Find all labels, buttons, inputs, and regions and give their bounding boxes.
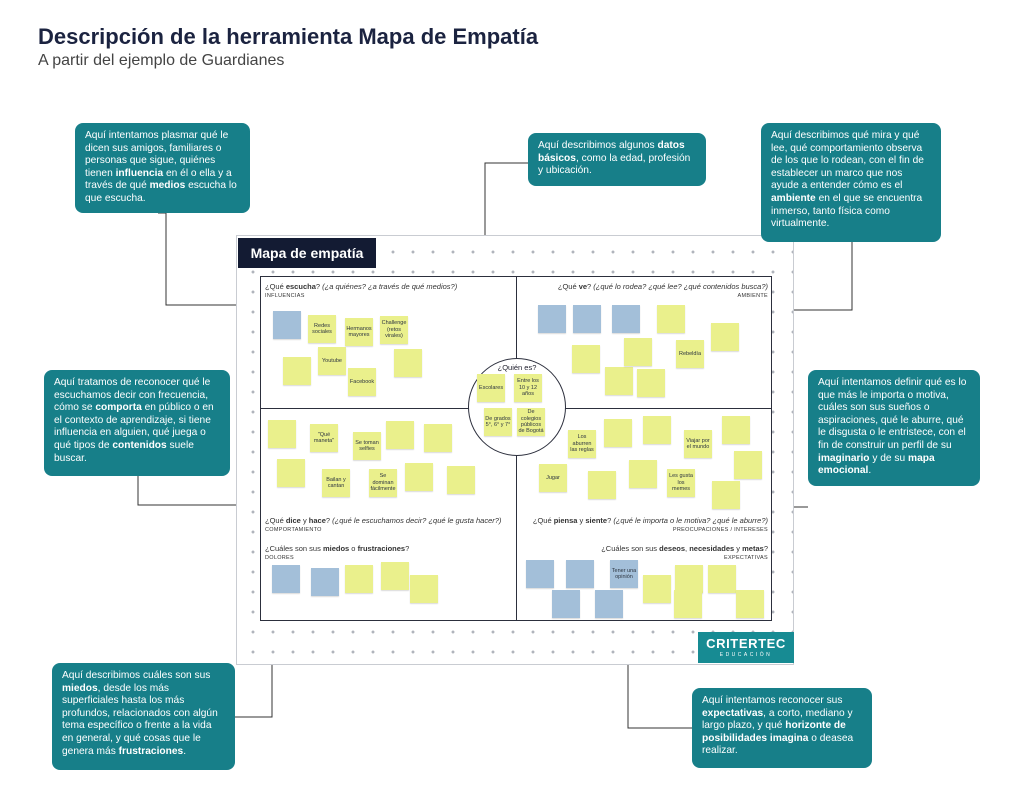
sticky-note bbox=[381, 562, 409, 590]
bottom-vertical-divider bbox=[516, 538, 517, 620]
sticky-note bbox=[394, 349, 422, 377]
sticky-note bbox=[657, 305, 685, 333]
sticky-note: Youtube bbox=[318, 347, 346, 375]
sticky-note bbox=[566, 560, 594, 588]
sticky-note bbox=[595, 590, 623, 618]
sticky-note: Se toman selfies bbox=[353, 432, 381, 460]
sticky-note bbox=[447, 466, 475, 494]
sticky-note: Les gusta los memes bbox=[667, 469, 695, 497]
who-circle: ¿Quién es? bbox=[468, 358, 566, 456]
logo-sub-text: EDUCACIÓN bbox=[719, 652, 773, 658]
question-piensa: ¿Qué piensa y siente? (¿qué le importa o… bbox=[532, 516, 768, 525]
sticky-note: Viajar por el mundo bbox=[684, 430, 712, 458]
sticky-note bbox=[643, 575, 671, 603]
sticky-note: Entre los 10 y 12 años bbox=[514, 374, 542, 402]
sticky-note bbox=[708, 565, 736, 593]
caption-comportamiento: COMPORTAMIENTO bbox=[265, 527, 322, 533]
sticky-note bbox=[311, 568, 339, 596]
sticky-note bbox=[572, 345, 600, 373]
question-dice: ¿Qué dice y hace? (¿qué le escuchamos de… bbox=[265, 516, 502, 525]
sticky-note bbox=[277, 459, 305, 487]
sticky-note bbox=[674, 590, 702, 618]
connector-escucha bbox=[158, 212, 267, 306]
sticky-note bbox=[272, 565, 300, 593]
sticky-note bbox=[604, 419, 632, 447]
board-title: Mapa de empatía bbox=[238, 238, 376, 268]
sticky-note bbox=[386, 421, 414, 449]
logo-main-text: CRITERTEC bbox=[706, 636, 786, 651]
sticky-note: Redes sociales bbox=[308, 315, 336, 343]
sticky-note bbox=[424, 424, 452, 452]
sticky-note: Jugar bbox=[539, 464, 567, 492]
who-label: ¿Quién es? bbox=[497, 363, 537, 372]
connector-ambiente bbox=[765, 242, 853, 311]
sticky-note: De colegios públicos de Bogotá bbox=[517, 408, 545, 436]
sticky-note bbox=[736, 590, 764, 618]
sticky-note bbox=[588, 471, 616, 499]
sticky-note: Rebeldía bbox=[676, 340, 704, 368]
sticky-note bbox=[643, 416, 671, 444]
sticky-note: De grados 5°, 6° y 7° bbox=[484, 408, 512, 436]
caption-expectativas: EXPECTATIVAS bbox=[724, 555, 768, 561]
sticky-note bbox=[345, 565, 373, 593]
sticky-note bbox=[722, 416, 750, 444]
sticky-note bbox=[538, 305, 566, 333]
sticky-note: "Qué maneta" bbox=[310, 424, 338, 452]
caption-ambiente: AMBIENTE bbox=[737, 293, 768, 299]
sticky-note bbox=[675, 565, 703, 593]
callout-ambiente: Aquí describimos qué mira y qué lee, qué… bbox=[761, 123, 941, 242]
sticky-note bbox=[405, 463, 433, 491]
caption-influencias: INFLUENCIAS bbox=[265, 293, 305, 299]
sticky-note: Facebook bbox=[348, 368, 376, 396]
sticky-note bbox=[283, 357, 311, 385]
sticky-note: Se dominan fácilmente bbox=[369, 469, 397, 497]
sticky-note bbox=[711, 323, 739, 351]
sticky-note bbox=[712, 481, 740, 509]
critertec-logo: CRITERTEC EDUCACIÓN bbox=[698, 632, 794, 663]
sticky-note bbox=[637, 369, 665, 397]
caption-preocupaciones: PREOCUPACIONES / INTERESES bbox=[672, 527, 768, 533]
page-title: Descripción de la herramienta Mapa de Em… bbox=[38, 24, 539, 49]
question-escucha: ¿Qué escucha? (¿a quiénes? ¿a través de … bbox=[265, 282, 458, 291]
sticky-note: Challenge (retos virales) bbox=[380, 316, 408, 344]
sticky-note bbox=[573, 305, 601, 333]
sticky-note bbox=[612, 305, 640, 333]
sticky-note: Tener una opinión bbox=[610, 560, 638, 588]
callout-miedos: Aquí describimos cuáles son sus miedos, … bbox=[52, 663, 235, 770]
caption-dolores: DOLORES bbox=[265, 555, 294, 561]
sticky-note bbox=[552, 590, 580, 618]
callout-expectativas: Aquí intentamos reconocer sus expectativ… bbox=[692, 688, 872, 768]
sticky-note: Hermanos mayores bbox=[345, 318, 373, 346]
sticky-note bbox=[734, 451, 762, 479]
question-miedos: ¿Cuáles son sus miedos o frustraciones? bbox=[265, 544, 410, 553]
sticky-note bbox=[629, 460, 657, 488]
callout-comportamiento: Aquí tratamos de reconocer qué le escuch… bbox=[44, 370, 230, 476]
sticky-note bbox=[410, 575, 438, 603]
sticky-note bbox=[273, 311, 301, 339]
sticky-note bbox=[526, 560, 554, 588]
sticky-note: Escolares bbox=[477, 374, 505, 402]
callout-intereses: Aquí intentamos definir qué es lo que má… bbox=[808, 370, 980, 486]
sticky-note: Bailan y cantan bbox=[322, 469, 350, 497]
sticky-note bbox=[624, 338, 652, 366]
sticky-note bbox=[268, 420, 296, 448]
question-ve: ¿Qué ve? (¿qué lo rodea? ¿qué lee? ¿qué … bbox=[557, 282, 768, 291]
question-deseos: ¿Cuáles son sus deseos, necesidades y me… bbox=[601, 544, 768, 553]
callout-influencias: Aquí intentamos plasmar qué le dicen sus… bbox=[75, 123, 250, 213]
sticky-note bbox=[605, 367, 633, 395]
page-subtitle: A partir del ejemplo de Guardianes bbox=[38, 52, 285, 69]
sticky-note: Los aburren las reglas bbox=[568, 430, 596, 458]
callout-datos-basicos: Aquí describimos algunos datos básicos, … bbox=[528, 133, 706, 186]
